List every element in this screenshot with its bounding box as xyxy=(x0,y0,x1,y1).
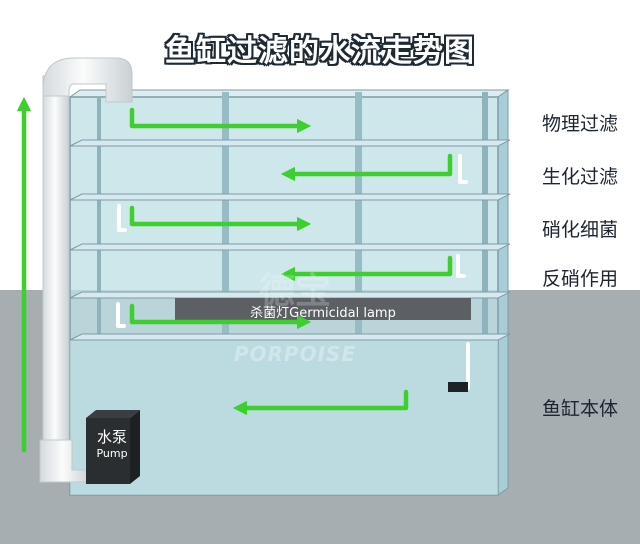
tank-top-edge xyxy=(68,89,510,98)
germicidal-lamp xyxy=(175,298,471,320)
watermark-logo-cn: 德宝 xyxy=(258,271,331,312)
layer-label-denitrification: 反硝作用 xyxy=(541,268,618,290)
flow-arrow-biochemical xyxy=(280,153,453,182)
flow-arrow-lamp-layer xyxy=(129,303,312,330)
flow-arrow-nitrifying xyxy=(129,205,312,232)
flow-arrow-tank xyxy=(232,389,409,416)
layer-label-nitrifying-bacteria: 硝化细菌 xyxy=(541,219,618,241)
drain-pipes xyxy=(116,154,470,390)
flow-arrow-physical xyxy=(129,107,312,134)
layer-label-tank-body: 鱼缸本体 xyxy=(541,398,618,420)
tank-body xyxy=(70,340,498,495)
return-pipe xyxy=(39,57,133,483)
germicidal-lamp-label: 杀菌灯Germicidal lamp xyxy=(250,306,396,321)
watermark-logo-en: PORPOISE xyxy=(233,342,357,366)
layer-label-physical-filter: 物理过滤 xyxy=(541,113,618,135)
page-title: 鱼缸过滤的水流走势图 xyxy=(165,34,475,69)
filter-dividers xyxy=(97,92,488,337)
flow-arrows xyxy=(16,96,453,453)
layer-label-biochemical-filter: 生化过滤 xyxy=(541,166,618,188)
tank-outlet-nozzle xyxy=(448,382,468,392)
flow-arrow-denitrification xyxy=(280,255,453,282)
water-pump xyxy=(86,410,140,484)
pump-label-en: Pump xyxy=(96,447,128,460)
pump-label-cn: 水泵 xyxy=(96,428,127,446)
